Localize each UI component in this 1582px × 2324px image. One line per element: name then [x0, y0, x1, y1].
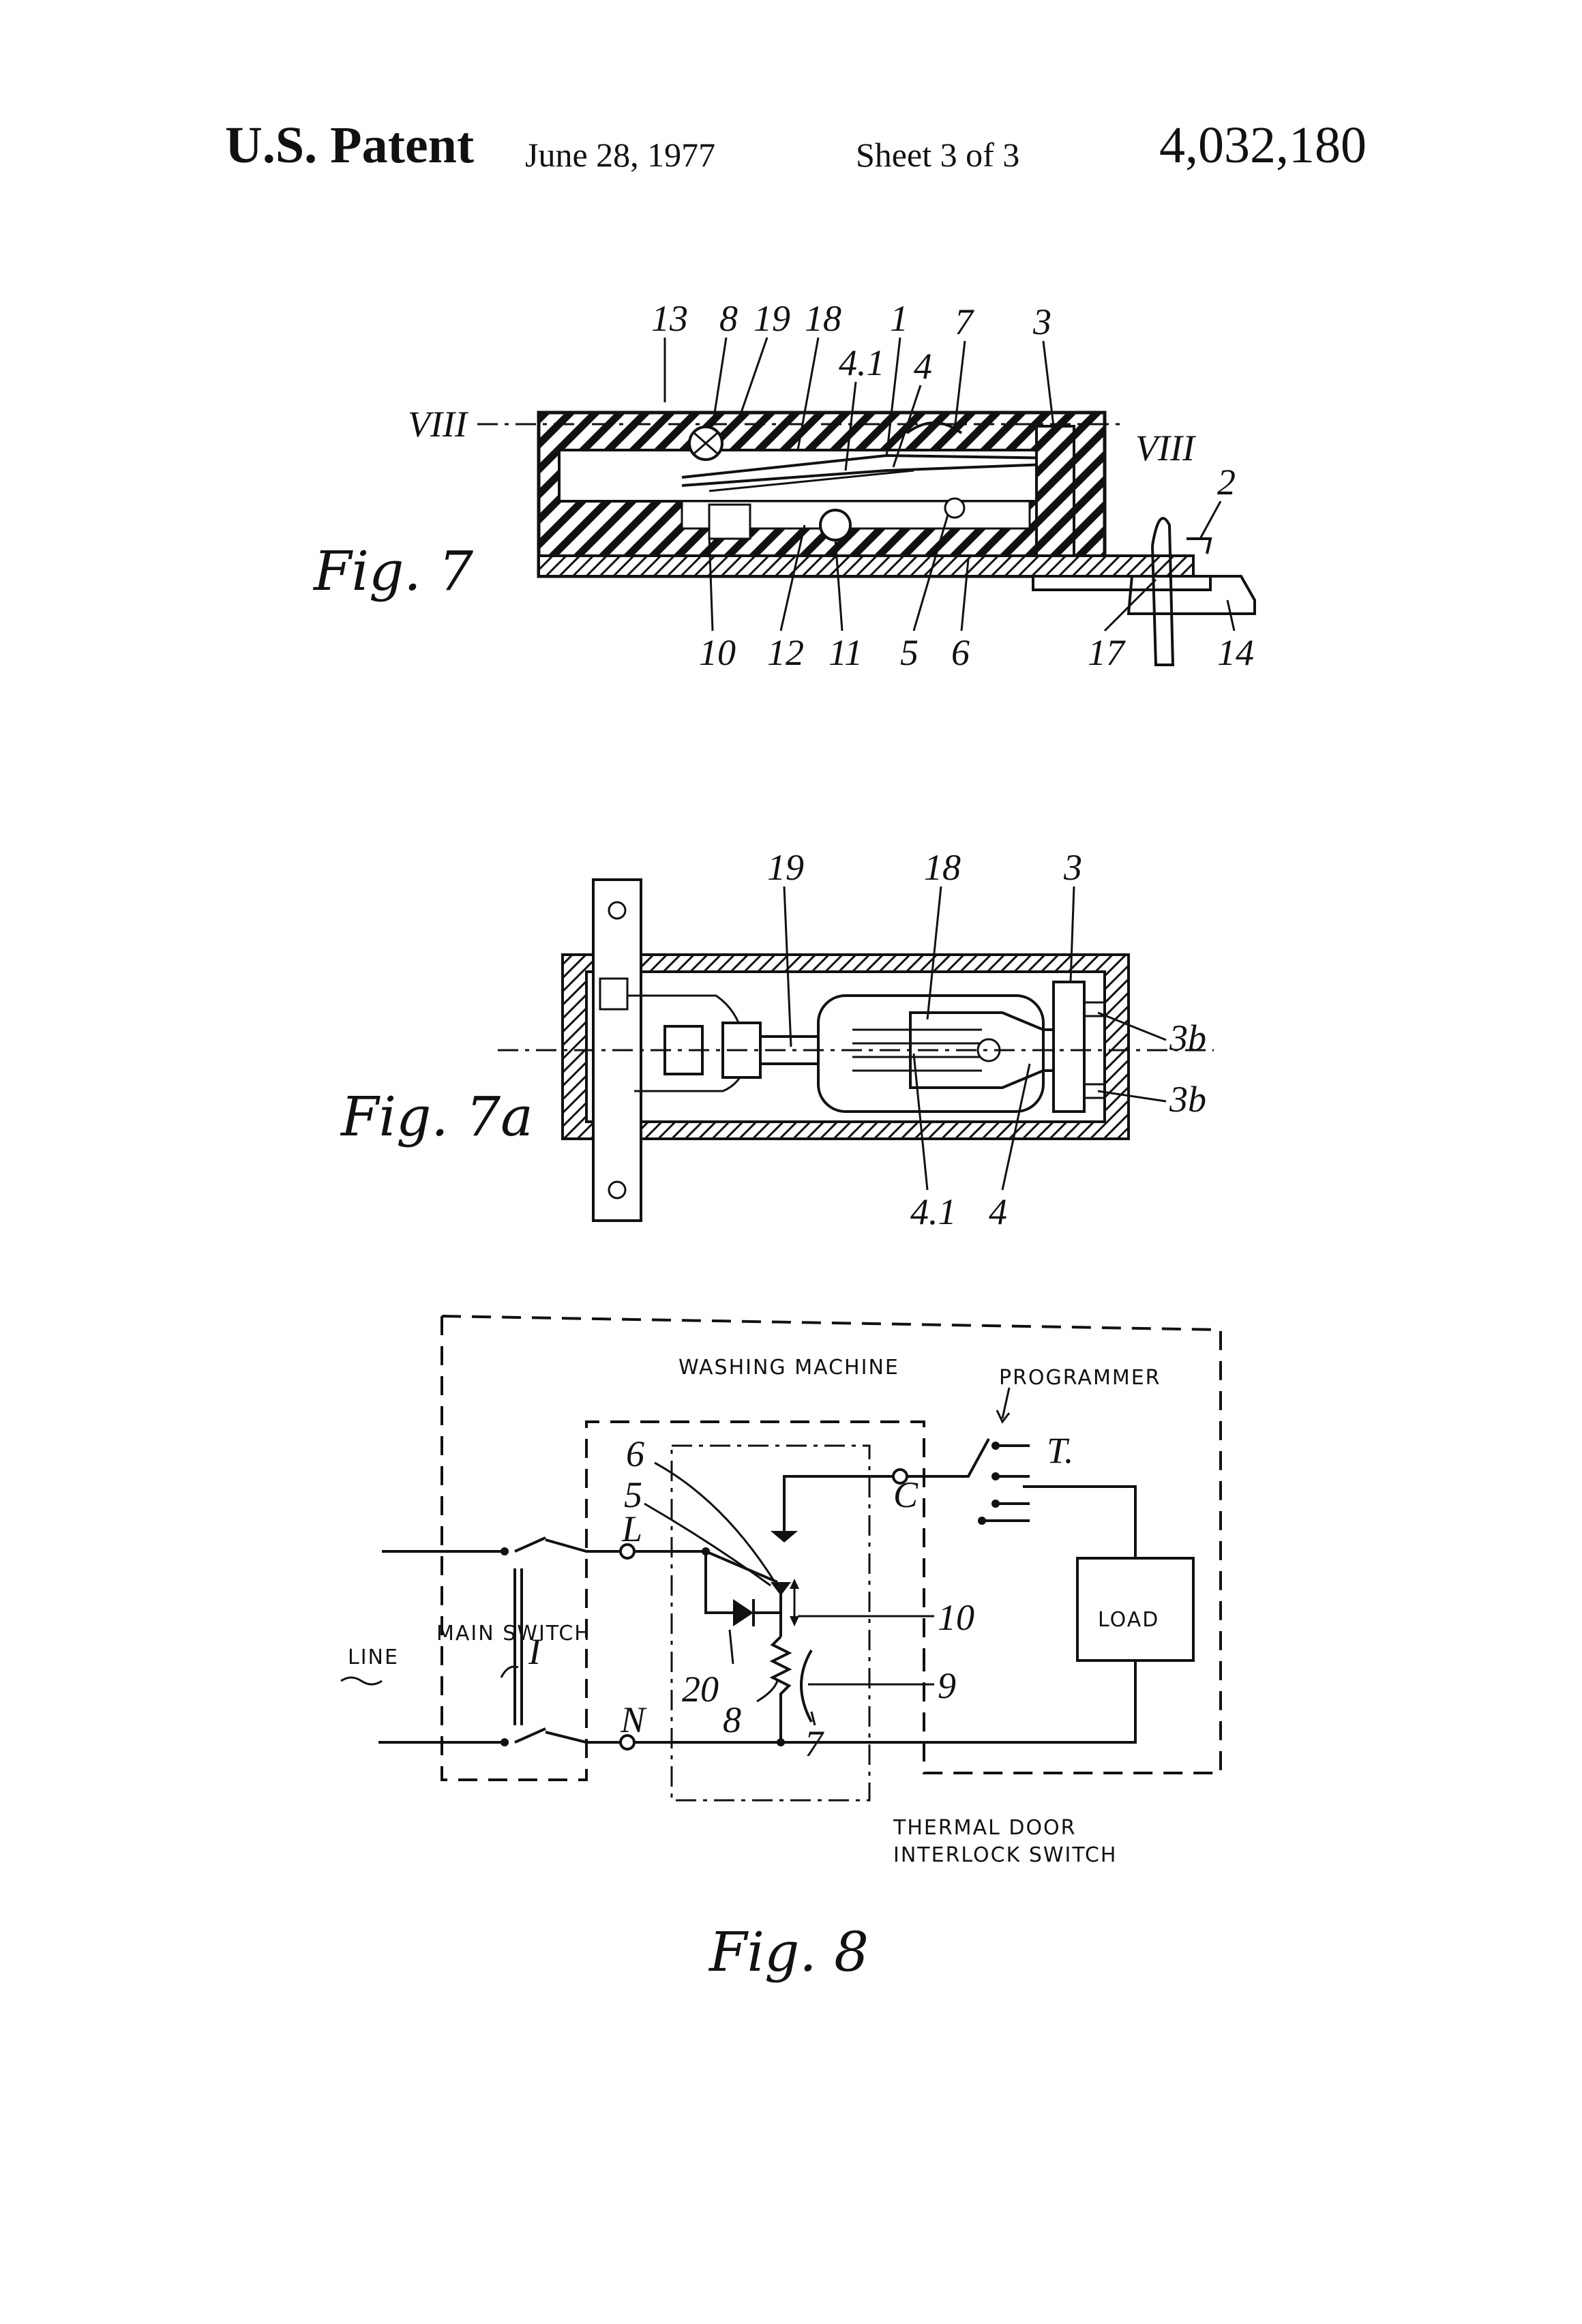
fig7a-plan-view: [498, 880, 1214, 1221]
fig8-label-thermal: THERMAL DOOR: [893, 1816, 1077, 1840]
fig7-ref-6: 6: [951, 632, 970, 673]
fig7a-caption: Fig. 7a: [340, 1085, 533, 1148]
fig7-ref-17: 17: [1088, 632, 1126, 673]
fig7-ref-1: 1: [890, 298, 908, 339]
fig8-label-load: LOAD: [1098, 1608, 1159, 1632]
fig8-terminal-n: N: [620, 1699, 647, 1740]
fig8-label-programmer: PROGRAMMER: [999, 1366, 1161, 1390]
fig8-ref-5: 5: [624, 1474, 642, 1515]
fig8-caption: Fig. 8: [708, 1920, 869, 1984]
fig7-ref-4: 4: [914, 346, 932, 387]
fig8-ref-7: 7: [805, 1723, 824, 1764]
fig8-ref-20: 20: [682, 1669, 719, 1710]
fig7-ref-19: 19: [753, 298, 790, 339]
fig8-label-washing: WASHING MACHINE: [678, 1356, 899, 1380]
fig7a-ref-18: 18: [924, 847, 961, 888]
fig7a-ref-3b-upper: 3b: [1169, 1017, 1206, 1058]
fig8-label-interlock: INTERLOCK SWITCH: [893, 1843, 1117, 1867]
fig7-ref-8: 8: [719, 298, 738, 339]
fig7-section-mark-left: VIII: [408, 404, 469, 445]
fig8-ref-6: 6: [626, 1433, 644, 1474]
fig7-ref-5: 5: [900, 632, 919, 673]
fig7a-ref-3: 3: [1063, 847, 1082, 888]
fig7-ref-14: 14: [1217, 632, 1254, 673]
fig7-ref-13: 13: [651, 298, 688, 339]
fig7a-ref-3b-lower: 3b: [1169, 1079, 1206, 1120]
fig8-label-line: LINE: [348, 1645, 399, 1669]
fig7-ref-2: 2: [1217, 462, 1236, 503]
fig7a-ref-4-1: 4.1: [910, 1191, 957, 1232]
fig7-section-mark-right: VIII: [1135, 428, 1197, 468]
fig7-ref-10: 10: [699, 632, 736, 673]
fig8-terminal-c: C: [893, 1474, 919, 1515]
fig8-label-t: T.: [1047, 1430, 1074, 1471]
fig8-ref-9: 9: [938, 1665, 956, 1706]
fig7-ref-18: 18: [805, 298, 841, 339]
fig7-ref-3: 3: [1032, 301, 1051, 342]
fig7-ref-11: 11: [829, 632, 863, 673]
fig8-label-main-switch: MAIN SWITCH: [436, 1622, 591, 1645]
fig8-ref-8: 8: [723, 1699, 741, 1740]
fig7-ref-7: 7: [955, 301, 974, 342]
fig7-ref-12: 12: [767, 632, 804, 673]
fig7-caption: Fig. 7: [312, 539, 473, 603]
fig7-ref-4-1: 4.1: [839, 342, 885, 383]
fig8-ref-10: 10: [938, 1597, 974, 1638]
fig7a-ref-19: 19: [767, 847, 804, 888]
fig8-label-i: I: [528, 1631, 543, 1672]
fig7a-ref-4: 4: [989, 1191, 1007, 1232]
